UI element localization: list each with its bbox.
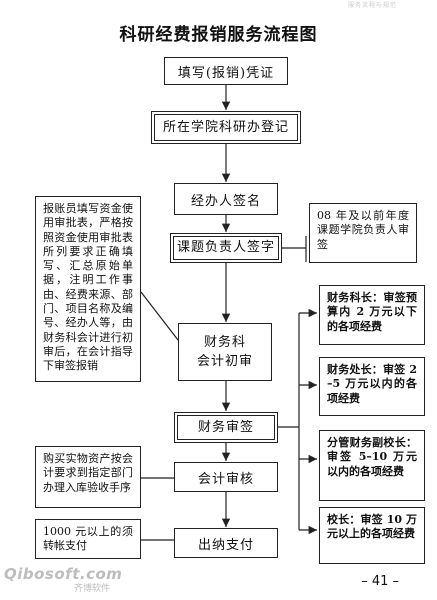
step-cashier-payment: 出纳支付: [174, 528, 278, 558]
header-faint-text: 服务流程与规范: [347, 2, 397, 9]
watermark-brand-cn: 齐博软件: [74, 584, 111, 594]
right-note-president: 校长：审签 10 万元以上的各项经费: [319, 507, 425, 564]
step-label: 财务科 会计初审: [196, 334, 253, 370]
left-note-transfer-payment: 1000 元以上的须转帐支付: [35, 519, 141, 559]
step-accounting-review: 会计审核: [174, 462, 278, 492]
watermark-brand: Qibosoft.com: [4, 565, 123, 583]
step-label: 经办人签名: [190, 193, 261, 209]
step-college-register: 所在学院科研办登记: [151, 111, 301, 144]
watermark-logo: Qibosoft.com 齐博软件: [4, 564, 123, 594]
left-note-reimbursement: 报账员填写资金使用审批表，严格按照资金使用审批表所列要求正确填写、汇总原始单据，…: [35, 196, 141, 382]
step-label: 课题负责人签字: [176, 240, 275, 256]
step-finance-approval: 财务审签: [174, 412, 278, 443]
step-label: 填写(报销)凭证: [177, 65, 275, 81]
connector-left-note1: [140, 291, 179, 341]
step-preliminary-audit: 财务科 会计初审: [178, 323, 272, 381]
step-label: 所在学院科研办登记: [162, 119, 289, 135]
step-project-leader-sign: 课题负责人签字: [170, 233, 282, 263]
step-label: 财务审签: [197, 419, 254, 435]
page-number: – 41 –: [361, 574, 399, 589]
left-note-asset-purchase: 购买实物资产按会计要求到指定部门办理入库验收手序: [35, 446, 141, 508]
step-label: 出纳支付: [197, 537, 254, 553]
step-label: 会计审核: [197, 471, 254, 487]
header-strip: 服务流程与规范: [0, 0, 437, 9]
page-title: 科研经费报销服务流程图: [119, 25, 318, 45]
right-note-vice-president: 分管财务副校长：审签 5–10 万元以内的各项经费: [319, 430, 425, 501]
step-fill-voucher: 填写(报销)凭证: [164, 57, 288, 85]
right-note-finance-chief: 财务科长：审签预算内 2 万元以下的各项经费: [319, 285, 425, 345]
right-note-pre2008: 08 年及以前年度课题学院负责人审签: [309, 203, 417, 263]
right-note-finance-director: 财务处长：审签 2–5 万元以内的各项经费: [319, 357, 425, 416]
step-handler-sign: 经办人签名: [174, 183, 278, 215]
